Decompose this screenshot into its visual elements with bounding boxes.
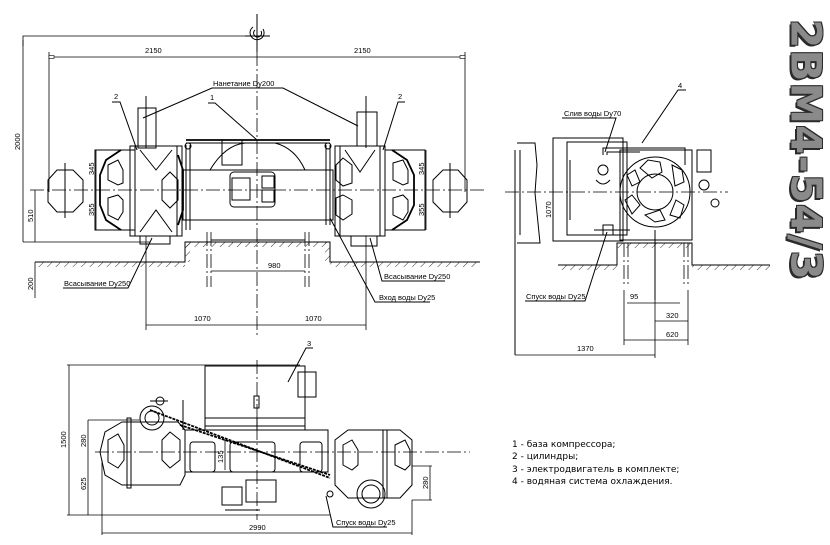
model-title: 2ВМ4-54/3 (781, 10, 830, 290)
callout-2-left: 2 (114, 92, 118, 101)
plan-view: 1500 280 625 135 (59, 339, 470, 535)
dim-plan-upper: 280 (79, 434, 88, 447)
legend-item: 3 - электродвигатель в комплекте; (512, 465, 679, 475)
callout-4: 4 (678, 81, 682, 90)
compressor-base (182, 139, 334, 241)
label-discharge: Нанетание Dy200 (213, 79, 274, 88)
label-water-release-plan: Спуск воды Dy25 (336, 518, 396, 527)
label-suction-left: Всасывание Dy250 (64, 279, 130, 288)
dim-top-right: 2150 (354, 46, 371, 55)
plan-motor (204, 365, 317, 431)
dim-plan-right: 280 (421, 476, 430, 489)
model-title-text: 2ВМ4-54/3 (781, 19, 830, 281)
dim-right-cyl-upper: 345 (417, 162, 426, 175)
dim-height-total: 2000 (13, 133, 22, 150)
legend-item: 2 - цилиндры; (512, 452, 578, 462)
dim-plan-center: 135 (216, 450, 225, 463)
dim-base-right: 1070 (305, 314, 322, 323)
label-water-release-side: Спуск воды Dy25 (526, 292, 586, 301)
dim-axis-height: 510 (26, 209, 35, 222)
label-water-drain: Слив воды Dy70 (564, 109, 621, 118)
dim-bolt-spacing: 980 (268, 261, 281, 270)
dim-620: 620 (666, 330, 679, 339)
dim-foundation-depth: 200 (26, 277, 35, 290)
dim-top-left: 2150 (145, 46, 162, 55)
dim-320: 320 (666, 311, 679, 320)
dim-right-cyl-lower: 355 (417, 203, 426, 216)
side-cylinder (619, 149, 693, 241)
dim-plan-length: 2990 (249, 523, 266, 532)
foundation (35, 232, 480, 287)
dim-95: 95 (630, 292, 638, 301)
crane-hook-icon (245, 14, 270, 52)
dim-base-left: 1070 (194, 314, 211, 323)
legend-item: 4 - водяная система охлаждения. (512, 477, 672, 487)
legend: 1 - база компрессора; 2 - цилиндры; 3 - … (512, 440, 679, 487)
dim-left-cyl-upper: 345 (87, 162, 96, 175)
dim-left-cyl-lower: 355 (87, 203, 96, 216)
legend-item: 1 - база компрессора; (512, 440, 615, 450)
dim-plan-width: 1500 (59, 431, 68, 448)
front-view: 2150 2150 2000 510 200 (13, 14, 485, 335)
label-suction-right: Всасывание Dy250 (384, 272, 450, 281)
callout-1: 1 (210, 93, 214, 102)
callout-3: 3 (307, 339, 311, 348)
right-end-cover (432, 169, 468, 213)
left-end-cover (47, 169, 84, 213)
label-water-inlet: Вход воды Dy25 (379, 293, 435, 302)
right-cylinder (334, 96, 426, 247)
dim-1370: 1370 (577, 344, 594, 353)
dim-side-height: 1070 (544, 201, 553, 218)
dim-plan-lower: 625 (79, 477, 88, 490)
callout-2-right: 2 (398, 92, 402, 101)
left-cylinder (94, 96, 184, 245)
plan-right-cylinder (326, 429, 413, 509)
side-view: 1070 95 (505, 81, 770, 358)
plan-left-cylinder (99, 396, 186, 489)
